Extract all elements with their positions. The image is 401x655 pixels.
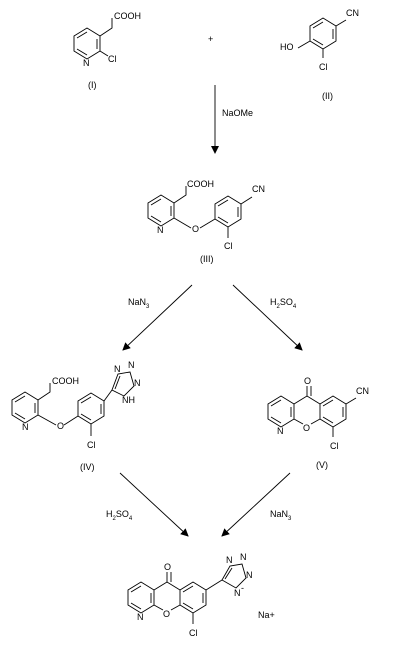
chloro-label: Cl <box>87 440 96 450</box>
ring-oxygen-label: O <box>163 609 170 619</box>
reagent-sodium-azide: NaN3 <box>270 509 292 522</box>
nitrile-label: CN <box>346 8 359 18</box>
tetrazole-n-3: N <box>246 570 253 580</box>
chloro-label: Cl <box>330 441 339 451</box>
compound-iv-structure: COOH N O Cl N N N NH (IV) <box>11 360 141 472</box>
reagent-naome: NaOMe <box>222 108 253 118</box>
ketone-oxygen-label: O <box>304 376 311 386</box>
compound-i-structure: COOH Cl N (I) <box>73 11 141 90</box>
ether-oxygen-label: O <box>57 421 64 431</box>
reagent-sodium-azide: NaN3 <box>128 297 150 310</box>
compound-iii-label: (III) <box>200 254 214 264</box>
plus-sign: + <box>208 34 213 44</box>
chloro-label: Cl <box>224 241 233 251</box>
arrow-step-2-right <box>232 284 303 351</box>
compound-v-label: (V) <box>316 460 328 470</box>
tetrazole-n-2: N <box>240 552 247 562</box>
tetrazole-n-1: N <box>226 555 233 565</box>
tetrazole-n-2: N <box>128 360 135 370</box>
arrow-step-3-left <box>119 472 189 537</box>
tetrazole-anion-n: N <box>234 588 241 598</box>
ether-oxygen-label: O <box>192 224 199 234</box>
chloro-label: Cl <box>108 54 117 64</box>
carboxylic-acid-label: COOH <box>187 179 214 189</box>
pyridine-nitrogen-label: N <box>137 612 144 622</box>
pyridine-nitrogen-label: N <box>83 58 90 68</box>
carboxylic-acid-label: COOH <box>52 376 79 386</box>
tetrazole-n-1: N <box>114 364 121 374</box>
reagent-sulfuric-acid: H2SO4 <box>106 509 133 522</box>
compound-v-structure: O CN N O Cl (V) <box>267 376 369 470</box>
carboxylic-acid-label: COOH <box>114 11 141 21</box>
ketone-oxygen-label: O <box>164 562 171 572</box>
nitrile-label: CN <box>252 184 265 194</box>
compound-iv-label: (IV) <box>80 462 95 472</box>
anion-charge: - <box>241 583 244 593</box>
pyridine-nitrogen-label: N <box>157 225 164 235</box>
arrow-step-3-right <box>221 472 291 537</box>
nitrile-label: CN <box>356 386 369 396</box>
arrow-step-2-left <box>122 284 193 351</box>
pyridine-nitrogen-label: N <box>277 426 284 436</box>
compound-iii-structure: COOH CN N O Cl (III) <box>147 179 265 264</box>
compound-ii-label: (II) <box>322 91 333 101</box>
compound-ii-structure: CN HO Cl (II) <box>280 8 359 101</box>
reagent-sulfuric-acid: H2SO4 <box>270 297 297 310</box>
ring-oxygen-label: O <box>303 423 310 433</box>
tetrazole-nh-label: NH <box>122 395 135 405</box>
final-product-structure: O N O Cl N N N N - Na+ <box>127 552 275 638</box>
compound-i-label: (I) <box>88 80 97 90</box>
tetrazole-n-3: N <box>134 378 141 388</box>
hydroxy-label: HO <box>280 42 294 52</box>
sodium-counterion-label: Na+ <box>258 610 275 620</box>
chloro-label: Cl <box>189 628 198 638</box>
chloro-label: Cl <box>319 62 328 72</box>
pyridine-nitrogen-label: N <box>22 422 29 432</box>
